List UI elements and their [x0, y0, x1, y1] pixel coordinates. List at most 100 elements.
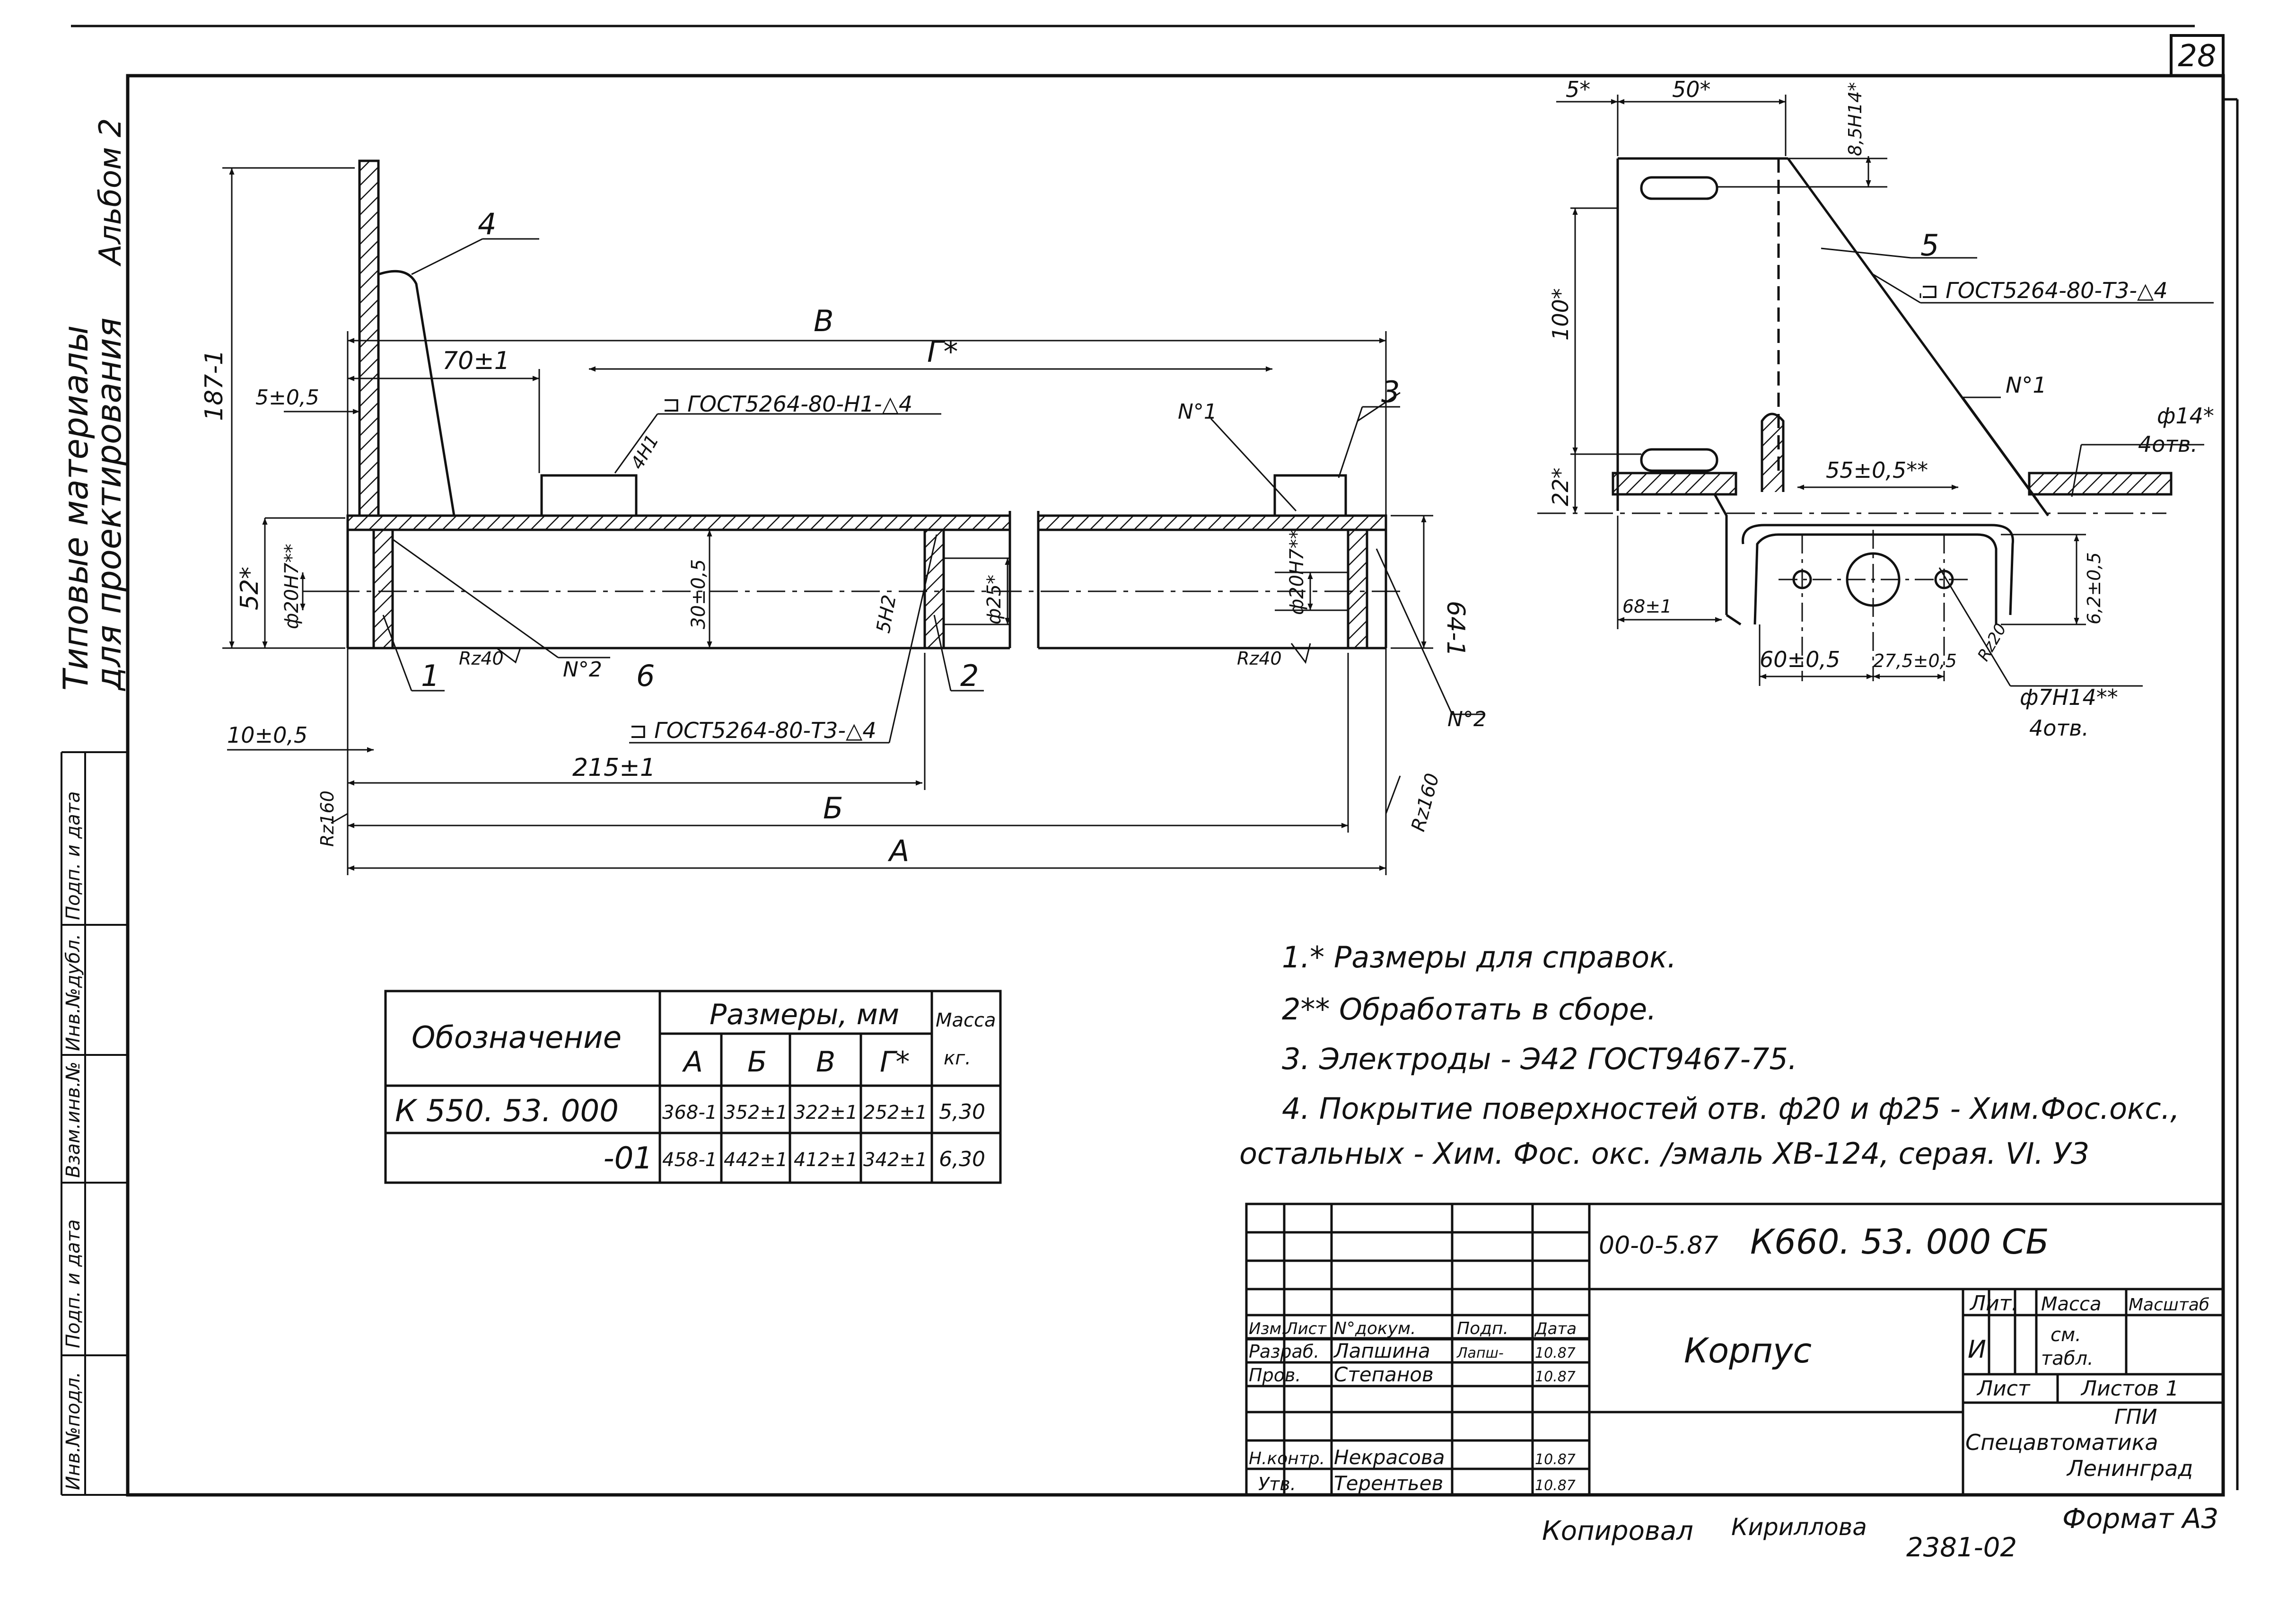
weld-2: ⊐ ГОСТ5264-80-Т3-△4 — [629, 718, 876, 743]
doc-designation: К660. 53. 000 СБ — [1750, 1222, 2049, 1262]
dim-b: Б — [823, 791, 843, 825]
side-dim-5: 5* — [1566, 77, 1590, 102]
staff-sign-1: Лапш- — [1456, 1345, 1504, 1361]
header-sign: Подп. — [1457, 1319, 1508, 1338]
doc-code: 00-0-5.87 — [1599, 1231, 1718, 1260]
staff-name-1: Лапшина — [1333, 1339, 1430, 1362]
drawing-number: 2381-02 — [1906, 1532, 2017, 1563]
table-row-1-a: 368-1 — [662, 1102, 717, 1124]
table-row-2-g: 342±1 — [863, 1149, 927, 1171]
notes: 1.* Размеры для справок. 2** Обработать … — [1239, 940, 2180, 1171]
rough-160-left: Rz160 — [317, 790, 338, 847]
note-1: 1.* Размеры для справок. — [1282, 940, 1676, 975]
sheets-label: Листов 1 — [2080, 1377, 2179, 1401]
side-title-2: для проектирования — [89, 317, 129, 692]
dim-52: 52* — [236, 567, 264, 610]
table-row-1-b: 352±1 — [724, 1102, 788, 1124]
table-col-v: В — [816, 1045, 835, 1079]
table-header-sizes: Размеры, мм — [710, 998, 899, 1031]
part-label-6: 6 — [636, 659, 655, 693]
stamp-label: Подп. и дата — [62, 1220, 84, 1348]
staff-role-2: Пров. — [1249, 1365, 1301, 1386]
header-date: Дата — [1534, 1319, 1577, 1338]
dim-10: 10±0,5 — [227, 722, 307, 748]
staff-role-1: Разраб. — [1249, 1341, 1319, 1362]
table-row-1-g: 252±1 — [863, 1102, 927, 1124]
side-dim-55: 55±0,5** — [1826, 457, 1928, 483]
doc-name: Корпус — [1684, 1331, 1812, 1370]
table-header-mass-1: Масса — [936, 1010, 996, 1031]
org-line-1: ГПИ — [2114, 1405, 2157, 1429]
side-dim-22: 22* — [1548, 467, 1573, 506]
side-dim-100: 100* — [1548, 288, 1573, 341]
hole-7-count: 4отв. — [2029, 715, 2089, 741]
side-title-1: Типовые материалы — [56, 325, 96, 691]
header-izm: Изм. — [1249, 1319, 1287, 1338]
part-label-5: 5 — [1920, 228, 1939, 263]
dim-4h1: 4Н1 — [627, 431, 663, 473]
side-dim-62: 6,2±0,5 — [2084, 552, 2104, 624]
dim-30: 30±0,5 — [688, 559, 710, 629]
rough-160-right: Rz160 — [1407, 771, 1444, 834]
size-table — [384, 990, 1002, 1184]
part-label-1: 1 — [421, 659, 439, 693]
table-row-1-mass: 5,30 — [939, 1100, 985, 1124]
table-row-1-designation: К 550. 53. 000 — [395, 1094, 619, 1129]
side-dim-68: 68±1 — [1622, 596, 1672, 617]
table-row-2-v: 412±1 — [794, 1149, 858, 1171]
rough-40-left: Rz40 — [459, 648, 504, 669]
table-row-2-mass: 6,30 — [939, 1147, 985, 1171]
footer: Копировал Кириллова 2381-02 Формат А3 — [1542, 1502, 2218, 1563]
stamp-label: Инв.№дубл. — [62, 934, 84, 1051]
side-dim-85: 8,5Н14* — [1845, 82, 1866, 156]
mass-value-1: см. — [2051, 1324, 2081, 1346]
rough-40-right: Rz40 — [1237, 648, 1282, 669]
weld-mark-n1: N°1 — [1178, 400, 1217, 424]
mass-value-2: табл. — [2041, 1348, 2094, 1370]
staff-date-4: 10.87 — [1535, 1477, 1576, 1494]
scale-label: Масштаб — [2129, 1295, 2209, 1315]
side-rough-20: Rz20 — [1974, 620, 2010, 664]
table-col-a: А — [682, 1045, 703, 1079]
staff-date-1: 10.87 — [1535, 1345, 1576, 1361]
table-header-mass-2: кг. — [944, 1047, 971, 1069]
staff-role-4: Утв. — [1258, 1474, 1296, 1494]
side-dim-50: 50* — [1672, 77, 1711, 102]
dim-20-left: ф20Н7** — [281, 544, 303, 629]
copied-signature: Кириллова — [1731, 1513, 1867, 1541]
table-row-2-b: 442±1 — [724, 1149, 788, 1171]
part-label-2: 2 — [960, 659, 979, 693]
side-dim-60: 60±0,5 — [1760, 647, 1840, 672]
staff-role-3: Н.контр. — [1249, 1449, 1325, 1468]
hole-14-size: ф14* — [2157, 403, 2214, 429]
sheet-frame — [61, 25, 2239, 1497]
note-2: 2** Обработать в сборе. — [1282, 992, 1656, 1027]
stamp-label: Подп. и дата — [62, 791, 84, 920]
side-stamp: Инв.№подл. Подп. и дата Взам.инв.№ Инв.№… — [62, 791, 84, 1490]
staff-name-2: Степанов — [1334, 1363, 1434, 1386]
header-doc: N°докум. — [1334, 1319, 1416, 1338]
note-3: 3. Электроды - Э42 ГОСТ9467-75. — [1282, 1042, 1797, 1076]
size-table-text: Обозначение Размеры, мм Масса кг. А Б В … — [395, 998, 996, 1176]
stamp-label: Инв.№подл. — [62, 1371, 84, 1490]
dim-25: ф25* — [983, 575, 1005, 624]
side-dim-275: 27,5±0,5 — [1873, 650, 1957, 671]
front-dimensions — [222, 167, 1485, 875]
dim-g: Г* — [927, 334, 958, 369]
lit-value: И — [1968, 1335, 1986, 1364]
table-row-1-v: 322±1 — [794, 1102, 858, 1124]
part-label-4: 4 — [478, 207, 496, 241]
dim-70: 70±1 — [442, 347, 510, 375]
table-col-b: Б — [747, 1045, 767, 1079]
weld-mark-n2-left: N°2 — [563, 658, 602, 682]
mass-label: Масса — [2041, 1293, 2102, 1315]
title-block — [1245, 1203, 2225, 1496]
weld-1: ⊐ ГОСТ5264-80-Н1-△4 — [662, 391, 912, 417]
copied-label: Копировал — [1542, 1516, 1693, 1546]
dim-a: А — [887, 834, 909, 868]
format-label: Формат А3 — [2062, 1502, 2218, 1535]
note-4: 4. Покрытие поверхностей отв. ф20 и ф25 … — [1282, 1091, 2180, 1126]
staff-date-2: 10.87 — [1535, 1369, 1576, 1385]
staff-name-3: Некрасова — [1334, 1446, 1445, 1469]
